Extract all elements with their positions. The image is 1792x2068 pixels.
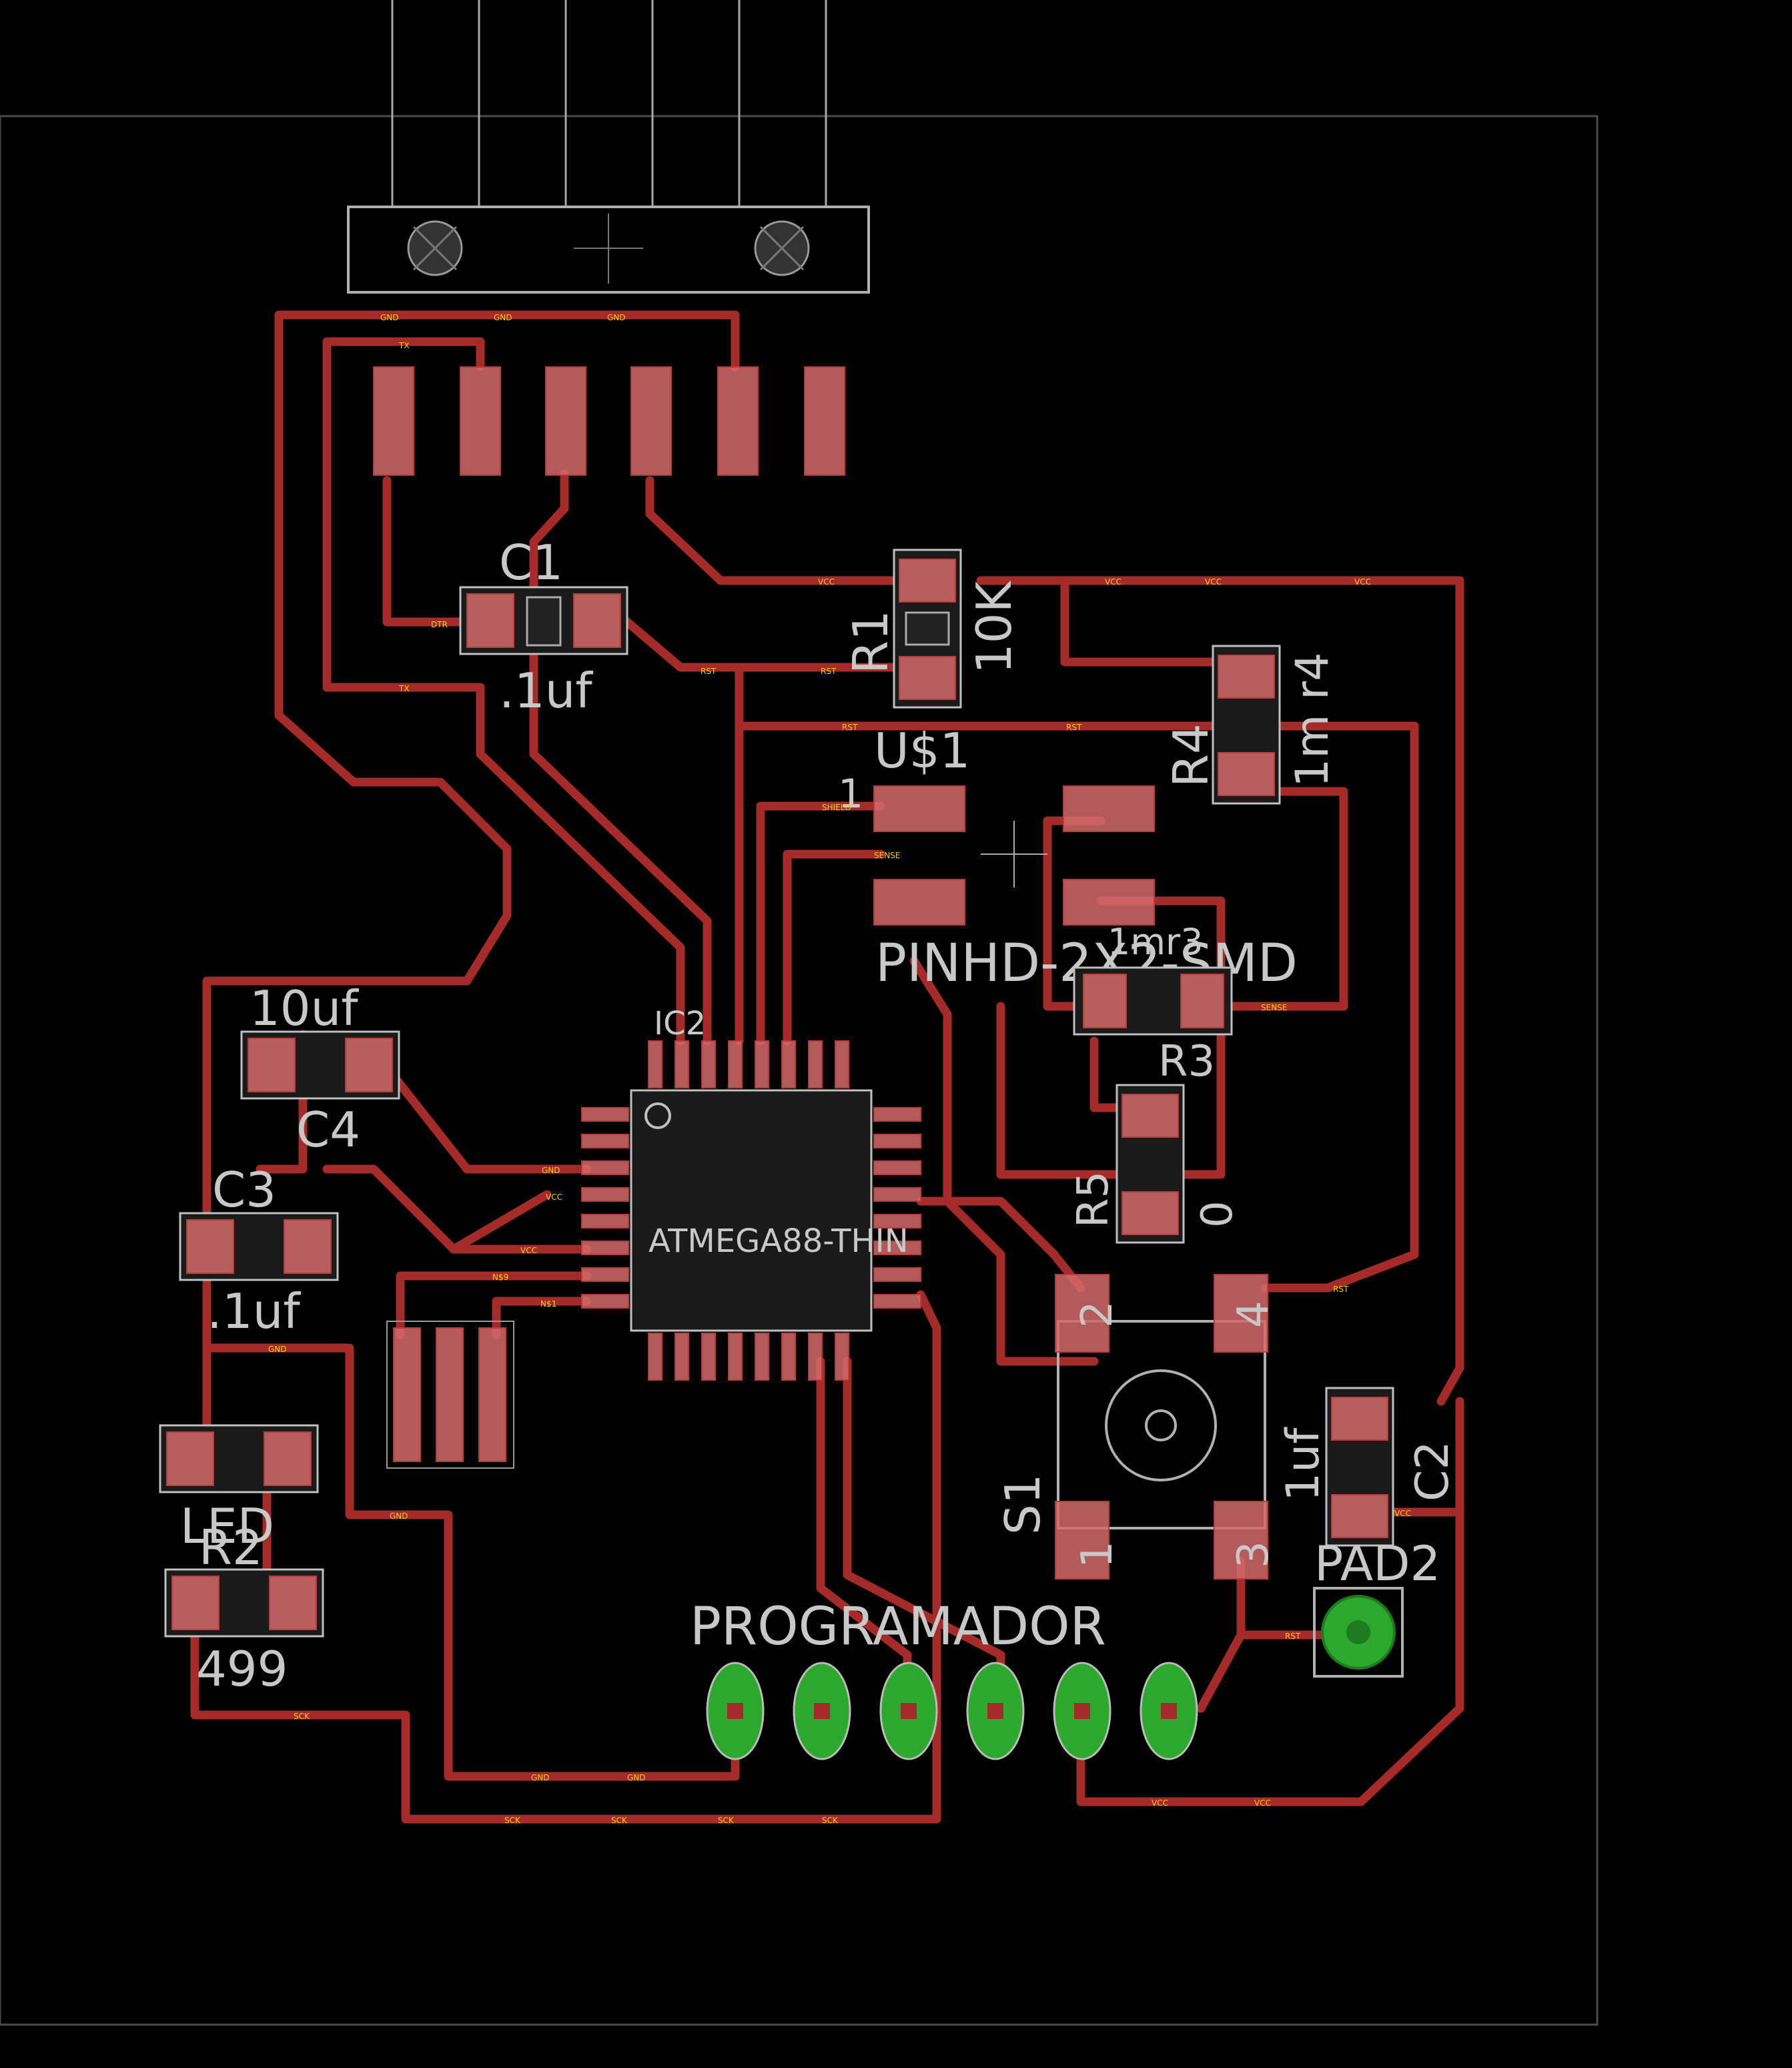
- r5-value: 0: [1193, 1200, 1242, 1228]
- s1-pin-4: 4: [1229, 1301, 1278, 1328]
- sot-package: [386, 1321, 514, 1469]
- ic2-pins-left: [581, 1107, 629, 1309]
- net-labels: GND GND GND TX TX DTR VCC VCC VCC VCC RS…: [268, 313, 1411, 1825]
- svg-text:RST: RST: [842, 723, 858, 732]
- svg-text:RST: RST: [701, 667, 717, 676]
- ic2-value: ATMEGA88-THIN: [648, 1223, 909, 1260]
- svg-text:GND: GND: [627, 1773, 646, 1782]
- svg-text:SENSE: SENSE: [1261, 1003, 1287, 1012]
- led-diode: LED: [159, 1424, 319, 1554]
- c3-capacitor: C3 .1uf: [179, 1162, 339, 1339]
- svg-text:SCK: SCK: [294, 1712, 310, 1721]
- ic2-pins-top: [648, 1040, 849, 1088]
- r5-label: R5: [1069, 1171, 1118, 1228]
- svg-text:VCC: VCC: [1152, 1798, 1168, 1808]
- c2-label: C2: [1406, 1441, 1459, 1501]
- ic2-pins-right: [873, 1107, 921, 1309]
- svg-text:SCK: SCK: [718, 1816, 735, 1825]
- r1-value: 10K: [966, 580, 1022, 674]
- c3-value: .1uf: [207, 1283, 301, 1339]
- c3-label: C3: [212, 1162, 276, 1218]
- u1-label: U$1: [874, 723, 970, 779]
- ftdi-pads: [373, 366, 845, 476]
- c4-value: 10uf: [250, 980, 359, 1036]
- r2-resistor: R2 499: [164, 1519, 324, 1697]
- r4-label: R4: [1163, 723, 1219, 787]
- s1-pin-2: 2: [1073, 1301, 1122, 1328]
- svg-text:RST: RST: [1066, 723, 1082, 732]
- r3-label: R3: [1158, 1037, 1215, 1086]
- svg-text:VCC: VCC: [1354, 577, 1371, 587]
- svg-text:VCC: VCC: [818, 577, 835, 587]
- ic2-pins-bottom: [648, 1333, 849, 1381]
- r4-resistor: R4 1m r4: [1163, 645, 1339, 805]
- svg-text:GND: GND: [494, 313, 512, 322]
- svg-text:SHIELD: SHIELD: [822, 803, 851, 812]
- c1-label: C1: [499, 535, 563, 591]
- svg-text:GND: GND: [380, 313, 399, 322]
- pad2-connector: PAD2: [1313, 1535, 1440, 1678]
- ftdi-header-leads: [391, 0, 827, 207]
- s1-label: S1: [995, 1473, 1051, 1535]
- r5-resistor: R5 0: [1069, 1084, 1242, 1244]
- svg-text:SENSE: SENSE: [874, 851, 900, 860]
- svg-text:N$9: N$9: [492, 1273, 508, 1282]
- svg-text:VCC: VCC: [1254, 1798, 1271, 1808]
- u1-sensor: U$1 1 PINHD-2X2-SMD: [838, 723, 1298, 994]
- svg-text:RST: RST: [821, 667, 837, 676]
- svg-text:DTR: DTR: [431, 620, 448, 629]
- c1-value: .1uf: [499, 663, 593, 719]
- c1-capacitor: C1 .1uf: [459, 535, 628, 719]
- svg-text:RST: RST: [1285, 1632, 1301, 1641]
- u1-pin1: 1: [838, 771, 863, 817]
- svg-text:GND: GND: [607, 313, 626, 322]
- ic2-microcontroller: IC2 ATMEGA88-THIN: [581, 1005, 921, 1381]
- c4-label: C4: [296, 1102, 360, 1158]
- svg-text:VCC: VCC: [1205, 577, 1222, 587]
- svg-text:TX: TX: [398, 684, 410, 693]
- svg-text:SCK: SCK: [822, 1816, 839, 1825]
- svg-text:RST: RST: [1333, 1285, 1349, 1294]
- svg-text:GND: GND: [390, 1511, 408, 1521]
- s1-switch: 2 4 1 3 S1: [995, 1274, 1278, 1580]
- svg-text:SCK: SCK: [611, 1816, 628, 1825]
- c4-capacitor: 10uf C4: [240, 980, 400, 1158]
- svg-text:GND: GND: [542, 1166, 560, 1175]
- c2-value: 1uf: [1277, 1427, 1330, 1501]
- svg-text:VCC: VCC: [1394, 1509, 1411, 1518]
- r2-value: 499: [196, 1641, 288, 1697]
- led-label: LED: [180, 1498, 274, 1554]
- pad2-label: PAD2: [1314, 1535, 1440, 1592]
- svg-text:VCC: VCC: [520, 1246, 537, 1255]
- svg-text:TX: TX: [398, 341, 410, 350]
- svg-text:GND: GND: [268, 1345, 287, 1354]
- board-outline: [0, 115, 1599, 2026]
- svg-text:SCK: SCK: [504, 1816, 521, 1825]
- s1-pin-3: 3: [1229, 1541, 1278, 1568]
- svg-text:VCC: VCC: [1105, 577, 1122, 587]
- r1-label: R1: [843, 610, 899, 674]
- programmer-pins: [706, 1662, 1198, 1760]
- c2-capacitor: 1uf C2: [1277, 1387, 1459, 1547]
- svg-text:VCC: VCC: [546, 1192, 562, 1202]
- ftdi-header-body: [347, 206, 870, 294]
- s1-pin-1: 1: [1073, 1541, 1122, 1568]
- r4-value: 1m r4: [1286, 653, 1339, 787]
- r3-value: 1mr3: [1107, 921, 1204, 963]
- programmer-label: PROGRAMADOR: [690, 1597, 1106, 1657]
- svg-text:N$1: N$1: [540, 1299, 556, 1309]
- r3-resistor: 1mr3 R3: [1073, 921, 1233, 1086]
- ic2-label: IC2: [654, 1005, 706, 1042]
- r2-label: R2: [199, 1519, 263, 1576]
- r1-resistor: R1 10K: [843, 549, 1022, 709]
- svg-text:GND: GND: [531, 1773, 550, 1782]
- programmer-header: PROGRAMADOR: [690, 1597, 1198, 1760]
